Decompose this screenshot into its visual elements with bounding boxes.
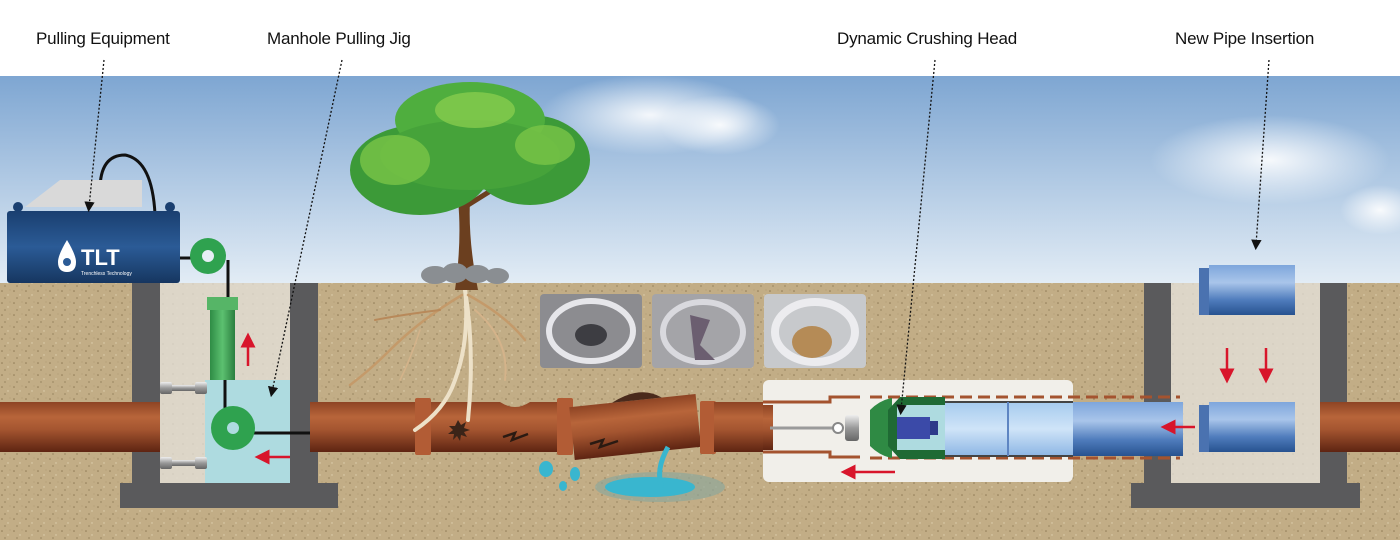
water-leak — [539, 445, 725, 502]
old-pipe-segment-1 — [310, 402, 420, 452]
crushing-head-cone — [870, 398, 892, 458]
pipe-cracks — [502, 430, 619, 450]
cylinder-tip — [930, 421, 938, 435]
old-pipe-right — [1320, 402, 1400, 452]
tlt-logo: TLT Trenchless Technology — [58, 240, 132, 277]
leader-crushing-head — [896, 59, 936, 416]
logo-tagline: Trenchless Technology — [81, 271, 132, 277]
new-pipe-segment-inserting — [1199, 402, 1295, 452]
droplet-icon — [58, 240, 76, 272]
label-new-pipe-insertion: New Pipe Insertion — [1175, 29, 1315, 48]
crushing-head-swivel — [845, 415, 859, 441]
pipe-collar-2 — [557, 398, 573, 455]
pipe-collar-3 — [700, 401, 716, 454]
burst-outline — [763, 395, 1180, 460]
pipe-photo-deformed — [540, 294, 642, 368]
label-manhole-pulling-jig: Manhole Pulling Jig — [267, 29, 411, 48]
label-dynamic-crushing-head: Dynamic Crushing Head — [837, 29, 1018, 48]
new-pipe-segment-staged — [1199, 265, 1295, 315]
pull-rod-eye — [832, 422, 844, 434]
tree — [350, 82, 590, 290]
hydraulic-cylinder — [897, 417, 930, 439]
pipe-photo-broken — [652, 294, 754, 368]
pulley-system — [190, 238, 310, 450]
direction-arrows — [240, 332, 1274, 480]
old-pipe-left — [0, 402, 160, 452]
label-pulling-equipment: Pulling Equipment — [36, 29, 170, 48]
leader-manhole-jig — [267, 59, 343, 398]
tree-roots — [348, 285, 527, 432]
root-intrusion-hole — [448, 420, 470, 441]
leader-new-pipe — [1251, 59, 1270, 251]
new-pipe-string — [1073, 402, 1183, 456]
anchor-bolts — [160, 382, 207, 469]
leader-lines — [84, 59, 1270, 416]
logo-brand: TLT — [81, 245, 120, 270]
clouds — [540, 75, 1400, 235]
old-pipe-in-panel — [763, 405, 773, 450]
old-pipe-segment-2 — [420, 402, 560, 452]
leader-pulling-equipment — [84, 59, 105, 213]
pipe-photo-root-blockage — [764, 294, 866, 368]
old-pipe-segment-3 — [714, 402, 764, 452]
hydraulic-ram — [210, 308, 235, 380]
inspection-photos — [540, 294, 866, 368]
